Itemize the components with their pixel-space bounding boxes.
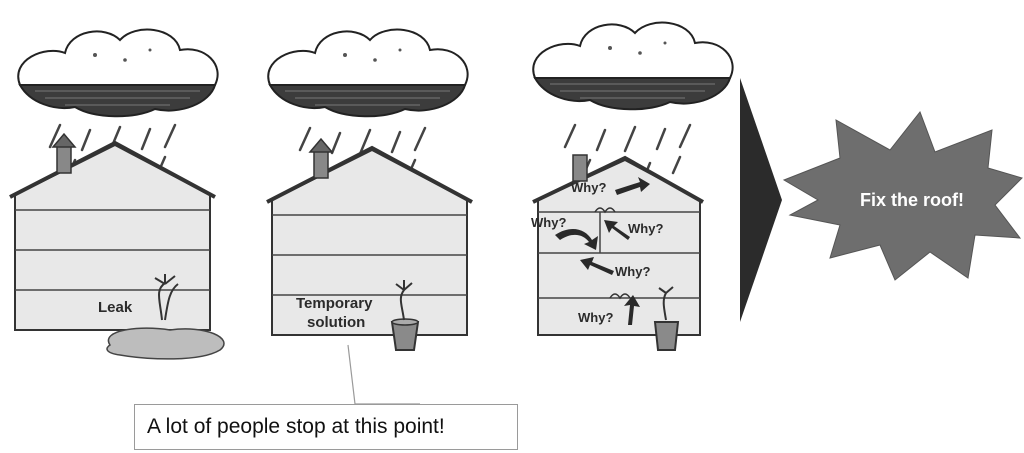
callout-text: A lot of people stop at this point! (147, 415, 445, 438)
why-label: Why? (571, 180, 606, 195)
solution-label: solution (307, 314, 365, 331)
why-label: Why? (531, 215, 566, 230)
starburst-icon (782, 110, 1023, 281)
storm-cloud-icon (532, 21, 734, 111)
big-right-arrow-icon (740, 78, 782, 322)
water-leak-icon (106, 274, 225, 360)
arrow-icon (624, 295, 640, 325)
callout-box: A lot of people stop at this point! (134, 404, 518, 450)
bucket-icon (390, 280, 420, 351)
panel-leak: Leak (8, 28, 225, 360)
temporary-label: Temporary (296, 295, 373, 312)
fix-the-roof-burst: Fix the roof! (782, 110, 1023, 281)
house-cutaway-icon (532, 154, 704, 351)
callout-pointer (347, 344, 420, 405)
arrow-icon (580, 257, 614, 275)
why-label: Why? (615, 264, 650, 279)
arrow-icon (604, 220, 630, 240)
storm-cloud-icon (267, 28, 469, 118)
arrow-icon (555, 228, 598, 250)
arrow-icon (615, 177, 650, 195)
why-label: Why? (628, 221, 663, 236)
panel-why-analysis: Why? Why? Why? Why? Why? (531, 21, 734, 351)
why-label: Why? (578, 310, 613, 325)
leak-label: Leak (98, 299, 133, 316)
storm-cloud-icon (17, 28, 219, 118)
panel-temporary-solution: Temporary solution (265, 28, 474, 351)
fix-the-roof-text: Fix the roof! (860, 190, 964, 210)
